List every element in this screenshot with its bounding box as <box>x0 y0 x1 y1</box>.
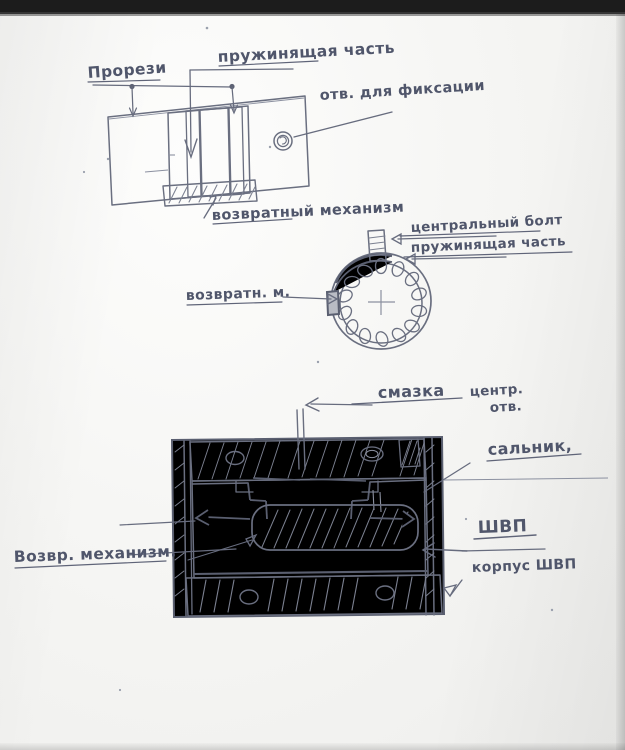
label-return-mech-short: возвратн. м. <box>186 284 291 304</box>
label-ball-screw: ШВП <box>477 516 527 538</box>
label-return-mech-bottom: Возвр. механизм. <box>14 542 177 566</box>
label-gland-seal: сальник, <box>487 436 572 459</box>
hatching-left-wall <box>174 444 185 597</box>
paper-bottom-edge <box>0 743 625 750</box>
hatching-bottom-strip <box>168 183 256 204</box>
label-central-hole-line2: отв. <box>489 398 522 416</box>
label-fixation-hole: отв. для фиксации <box>319 78 485 104</box>
fixation-hole-circle <box>273 131 293 151</box>
hatching-bottom-band <box>199 576 427 613</box>
ring-of-holes <box>337 257 428 347</box>
paper-specks <box>82 26 554 692</box>
scanner-top-bar-soft <box>0 12 625 16</box>
label-lubricant: смазка <box>377 381 444 402</box>
figure-top-plate <box>92 68 393 219</box>
label-ball-screw-housing: корпус ШВП <box>472 556 577 576</box>
figure-bottom-assembly <box>119 397 609 619</box>
hatching-nut-block <box>261 507 409 549</box>
central-bolt-head <box>367 229 387 262</box>
paper-background <box>0 14 625 750</box>
label-return-mechanism: возвратный механизм <box>211 200 404 224</box>
scanner-top-bar <box>0 0 625 14</box>
label-slots: Прорези <box>87 59 167 82</box>
label-spring-part-mid: пружинящая часть <box>410 233 566 256</box>
label-central-hole-line1: центр. <box>469 381 523 400</box>
figure-ring-mechanism <box>282 229 507 350</box>
paper-right-edge <box>616 14 625 750</box>
ball-screw-nut-block <box>251 504 419 551</box>
label-central-bolt: центральный болт <box>410 212 563 236</box>
